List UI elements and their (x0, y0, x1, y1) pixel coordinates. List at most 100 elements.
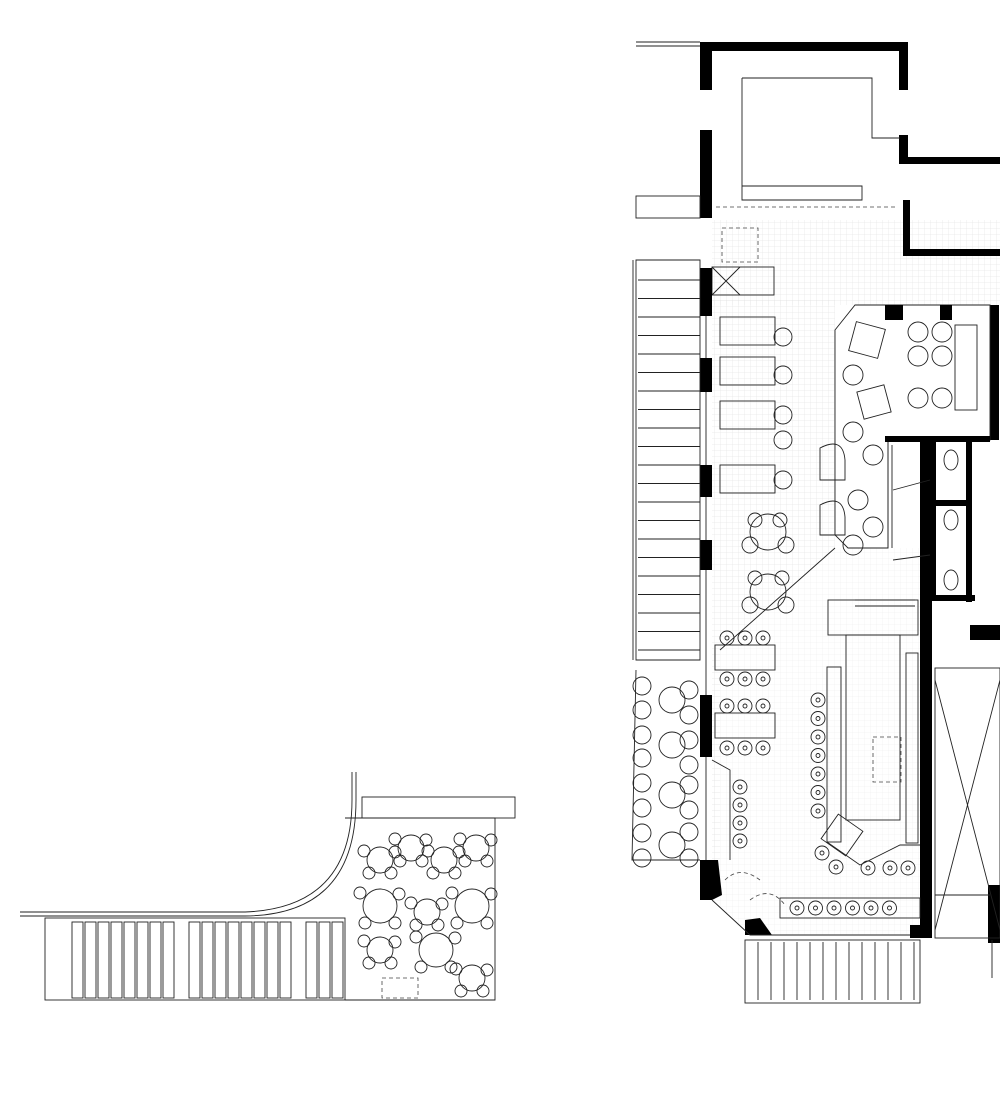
stool-center (815, 716, 821, 721)
table (749, 513, 787, 551)
chair (480, 963, 494, 977)
floor-tiling (712, 220, 1000, 935)
chair (679, 730, 699, 750)
chair (357, 844, 371, 858)
entrance-decking (744, 939, 921, 1004)
stool (737, 630, 753, 646)
chair (445, 886, 459, 900)
screen-panel (214, 921, 227, 999)
chair (773, 430, 793, 450)
chair (847, 489, 869, 511)
screen-panel (136, 921, 149, 999)
terrace-edge (631, 669, 700, 861)
chair (454, 984, 468, 998)
screen-panel (84, 921, 97, 999)
screen-panel (227, 921, 240, 999)
stool-center (724, 676, 730, 682)
stool (810, 748, 826, 763)
stool-center (868, 905, 874, 911)
screen-panel (71, 921, 84, 999)
stool-center (760, 703, 766, 709)
screen-panel (266, 921, 279, 999)
chair (679, 680, 699, 700)
screen-panel (123, 921, 136, 999)
chair (409, 918, 423, 932)
stool-center (815, 697, 821, 703)
chair (747, 570, 763, 586)
stool (808, 900, 823, 916)
chair (773, 327, 793, 347)
stool-center (815, 734, 821, 740)
stool-center (887, 905, 892, 911)
chair (632, 748, 652, 768)
chair (388, 916, 402, 930)
stool-center (831, 905, 837, 911)
stool (719, 630, 735, 646)
screen-panel (110, 921, 123, 999)
stool (810, 785, 826, 800)
chair (772, 512, 788, 528)
stool (810, 692, 826, 708)
table (413, 898, 441, 926)
chair (773, 405, 793, 425)
chair (419, 833, 433, 847)
stool-center (737, 784, 743, 790)
exterior-walls (700, 268, 1000, 943)
chair (476, 984, 490, 998)
stool (882, 860, 898, 876)
chair (907, 345, 929, 367)
stool (755, 698, 771, 714)
table (397, 834, 425, 862)
chair (415, 854, 429, 868)
chair (842, 364, 864, 386)
furniture (353, 316, 953, 998)
chair (774, 570, 790, 586)
chair (384, 956, 398, 970)
chair (679, 822, 699, 842)
chair (384, 866, 398, 880)
stool-center (833, 864, 839, 870)
chair (362, 866, 376, 880)
chair (357, 934, 371, 948)
stool (828, 859, 844, 875)
stool-center (724, 635, 730, 641)
chair (404, 896, 418, 910)
stool-center (760, 676, 766, 682)
stool-center (905, 865, 911, 871)
chair (632, 676, 652, 696)
stool (732, 833, 748, 849)
booth (719, 464, 776, 494)
table (658, 686, 686, 714)
stool (719, 671, 735, 687)
chair (632, 773, 652, 793)
chair (431, 918, 445, 932)
table (658, 831, 686, 859)
terrace-outline (632, 259, 701, 661)
stool-center (742, 745, 748, 751)
chair (931, 345, 953, 367)
table (458, 964, 486, 992)
top-room (635, 41, 1000, 296)
chair (388, 832, 402, 846)
table (366, 846, 394, 874)
chair (448, 931, 462, 945)
screen-panel (188, 921, 201, 999)
chair (484, 887, 498, 901)
outdoor-screens (71, 921, 344, 999)
stool (882, 900, 897, 916)
chair (358, 916, 372, 930)
chair (679, 800, 699, 820)
chair (480, 854, 494, 868)
chair (480, 916, 494, 930)
chair (931, 387, 953, 409)
stool-center (742, 703, 748, 709)
chair (907, 321, 929, 343)
chair (862, 444, 884, 466)
stool (900, 860, 916, 876)
table (462, 834, 490, 862)
screen-panel (97, 921, 110, 999)
chair (409, 930, 423, 944)
chair (862, 516, 884, 538)
screen-panel (279, 921, 292, 999)
